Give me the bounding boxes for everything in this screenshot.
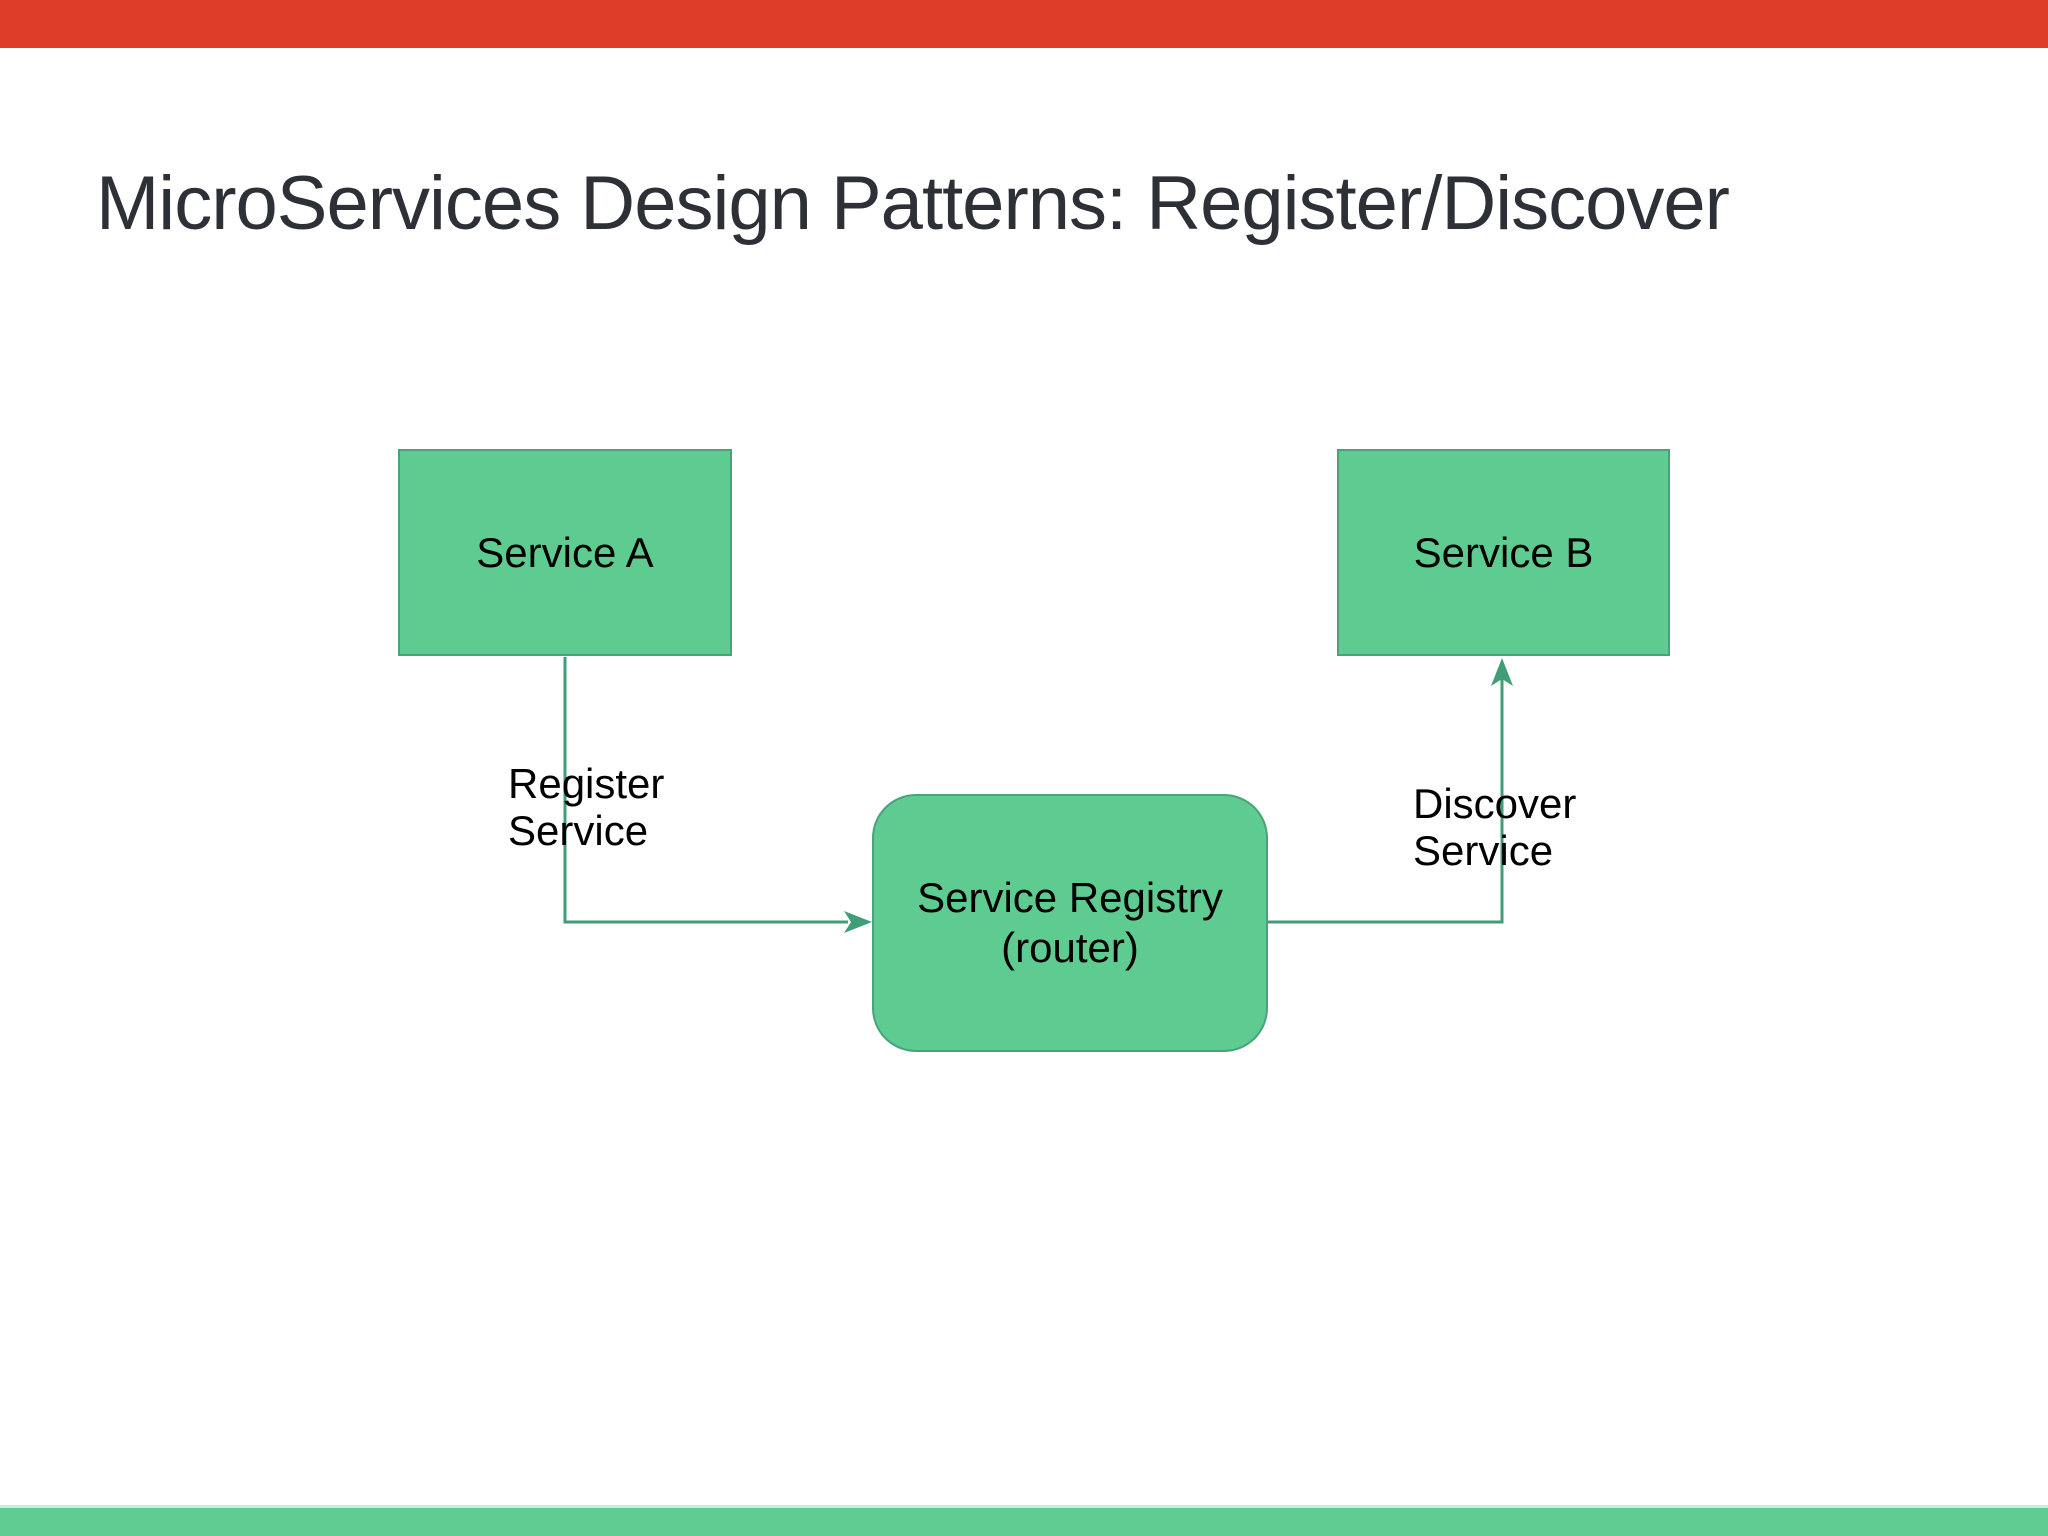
discover-service-label: Discover Service [1413,780,1576,874]
service-registry-box: Service Registry (router) [872,794,1268,1052]
service-a-box: Service A [398,449,732,656]
bottom-green-bar-edge [0,1505,2048,1508]
register-connector-line [563,657,848,924]
service-registry-label-line1: Service Registry [917,874,1223,922]
service-b-box: Service B [1337,449,1670,656]
discover-service-label-line1: Discover [1413,780,1577,827]
service-a-label: Service A [476,528,654,576]
register-service-label-line1: Register [508,760,665,807]
register-service-label-line2: Service [508,807,649,855]
register-arrowhead-icon [844,911,872,933]
top-red-bar [0,0,2048,48]
register-service-label: Register Service [508,760,664,854]
service-registry-label-line2: (router) [1001,924,1139,971]
bottom-green-bar [0,1505,2048,1536]
discover-service-label-line2: Service [1413,827,1554,875]
service-b-label: Service B [1413,528,1594,576]
discover-arrowhead-icon [1491,658,1513,686]
discover-connector-line [1268,676,1504,924]
slide-title: MicroServices Design Patterns: Register/… [96,161,1730,246]
